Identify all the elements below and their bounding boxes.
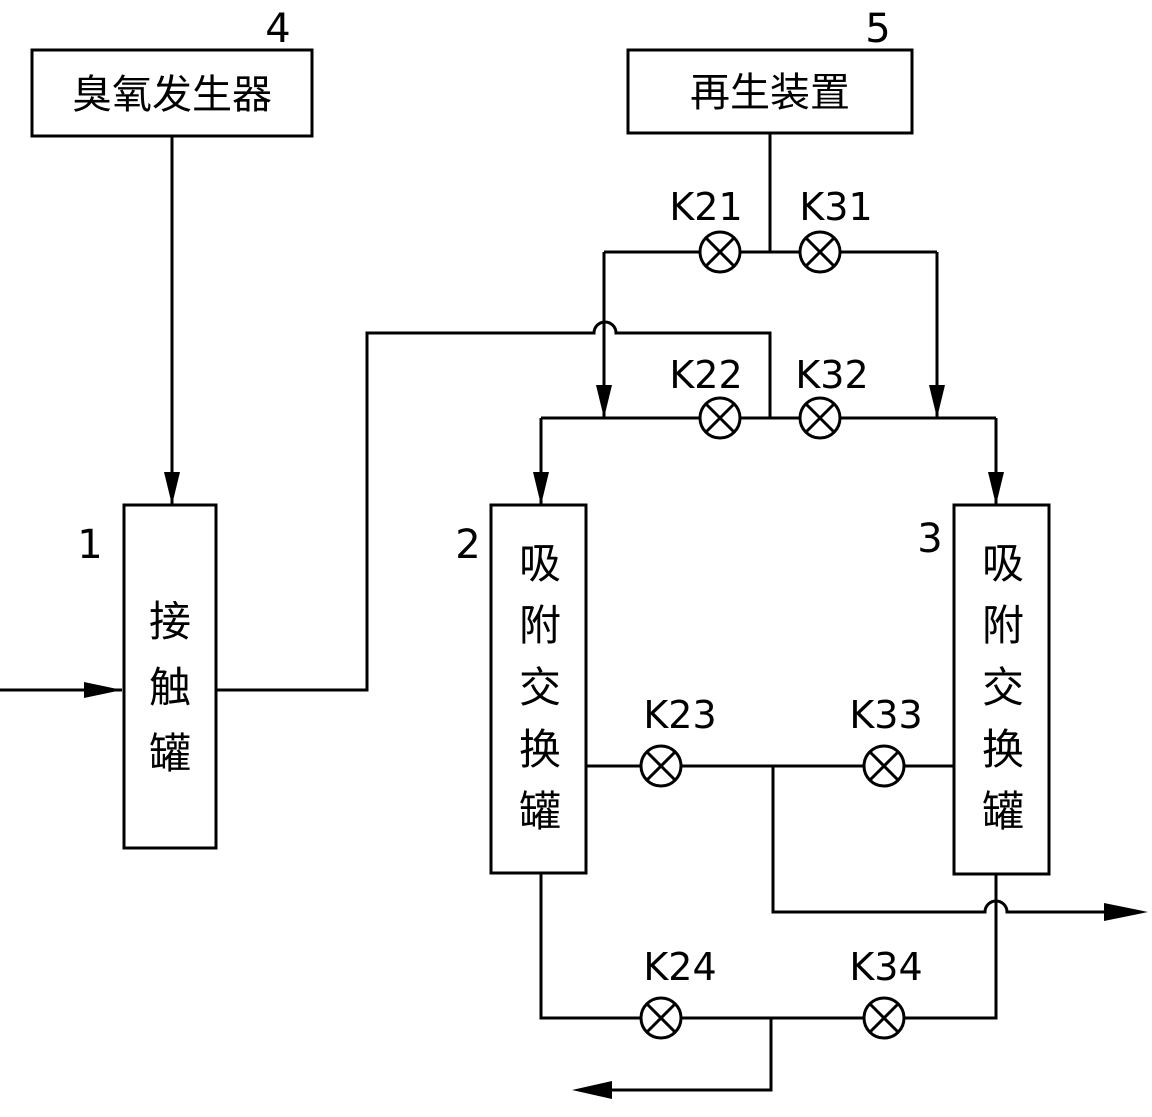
contact-tank-char-1: 接 <box>149 597 191 646</box>
valve-k33-label: K33 <box>849 693 922 737</box>
valve-k34-label: K34 <box>849 945 922 989</box>
valve-k23-label: K23 <box>643 693 716 737</box>
tank3-char-4: 换 <box>982 725 1024 774</box>
tank3-char-5: 罐 <box>982 787 1024 836</box>
valve-k22 <box>698 396 742 440</box>
valve-k24-label: K24 <box>643 945 716 989</box>
arrowheads <box>84 385 1148 1099</box>
arrow-outlet-right <box>1104 903 1148 921</box>
tank3-char-2: 附 <box>982 601 1024 650</box>
adsorption-tank-2: 吸 附 交 换 罐 2 <box>455 503 588 875</box>
regeneration-device-label: 再生装置 <box>690 70 850 116</box>
pipe-tank3-bottom <box>883 874 998 1020</box>
tank2-char-2: 附 <box>519 601 561 650</box>
valve-k33 <box>862 744 906 788</box>
regeneration-device: 再生装置 5 <box>626 6 914 135</box>
pipe-middle-outlet <box>771 766 1106 914</box>
arrow-into-tank3 <box>988 472 1004 505</box>
valve-k34 <box>862 996 906 1040</box>
ozone-generator: 臭氧发生器 4 <box>30 6 314 138</box>
valve-k23 <box>639 744 683 788</box>
valve-k21-label: K21 <box>669 185 742 229</box>
tank2-number: 2 <box>455 522 480 568</box>
tank2-char-4: 换 <box>519 725 561 774</box>
tank2-char-5: 罐 <box>519 787 561 836</box>
tank3-number: 3 <box>917 516 942 562</box>
valve-k31 <box>798 230 842 274</box>
adsorption-tank-3: 吸 附 交 换 罐 3 <box>917 503 1051 876</box>
ozone-generator-number: 4 <box>265 6 290 52</box>
tank2-char-3: 交 <box>519 663 561 712</box>
arrow-outlet-left <box>572 1081 612 1099</box>
valve-k31-label: K31 <box>799 185 872 229</box>
valve-k32-label: K32 <box>795 353 868 397</box>
arrow-k21-branch <box>596 385 612 418</box>
pipe-bottom-outlet <box>610 1018 773 1092</box>
tank3-char-3: 交 <box>982 663 1024 712</box>
tank2-char-1: 吸 <box>519 539 561 588</box>
tank3-char-1: 吸 <box>982 539 1024 588</box>
arrow-into-contact-tank <box>164 472 180 505</box>
arrow-inlet <box>84 682 122 698</box>
contact-tank: 接 触 罐 1 <box>77 503 218 850</box>
arrow-k31-branch <box>929 385 945 418</box>
valve-k32 <box>798 396 842 440</box>
valve-k24 <box>639 996 683 1040</box>
arrow-into-tank2 <box>533 472 549 505</box>
valve-k22-label: K22 <box>669 353 742 397</box>
contact-tank-char-3: 罐 <box>149 729 191 778</box>
contact-tank-char-2: 触 <box>149 663 191 712</box>
pipe-tank2-bottom <box>539 873 883 1020</box>
contact-tank-number: 1 <box>77 522 102 568</box>
regeneration-device-number: 5 <box>865 6 890 52</box>
valve-k21 <box>698 230 742 274</box>
ozone-generator-label: 臭氧发生器 <box>72 72 272 118</box>
